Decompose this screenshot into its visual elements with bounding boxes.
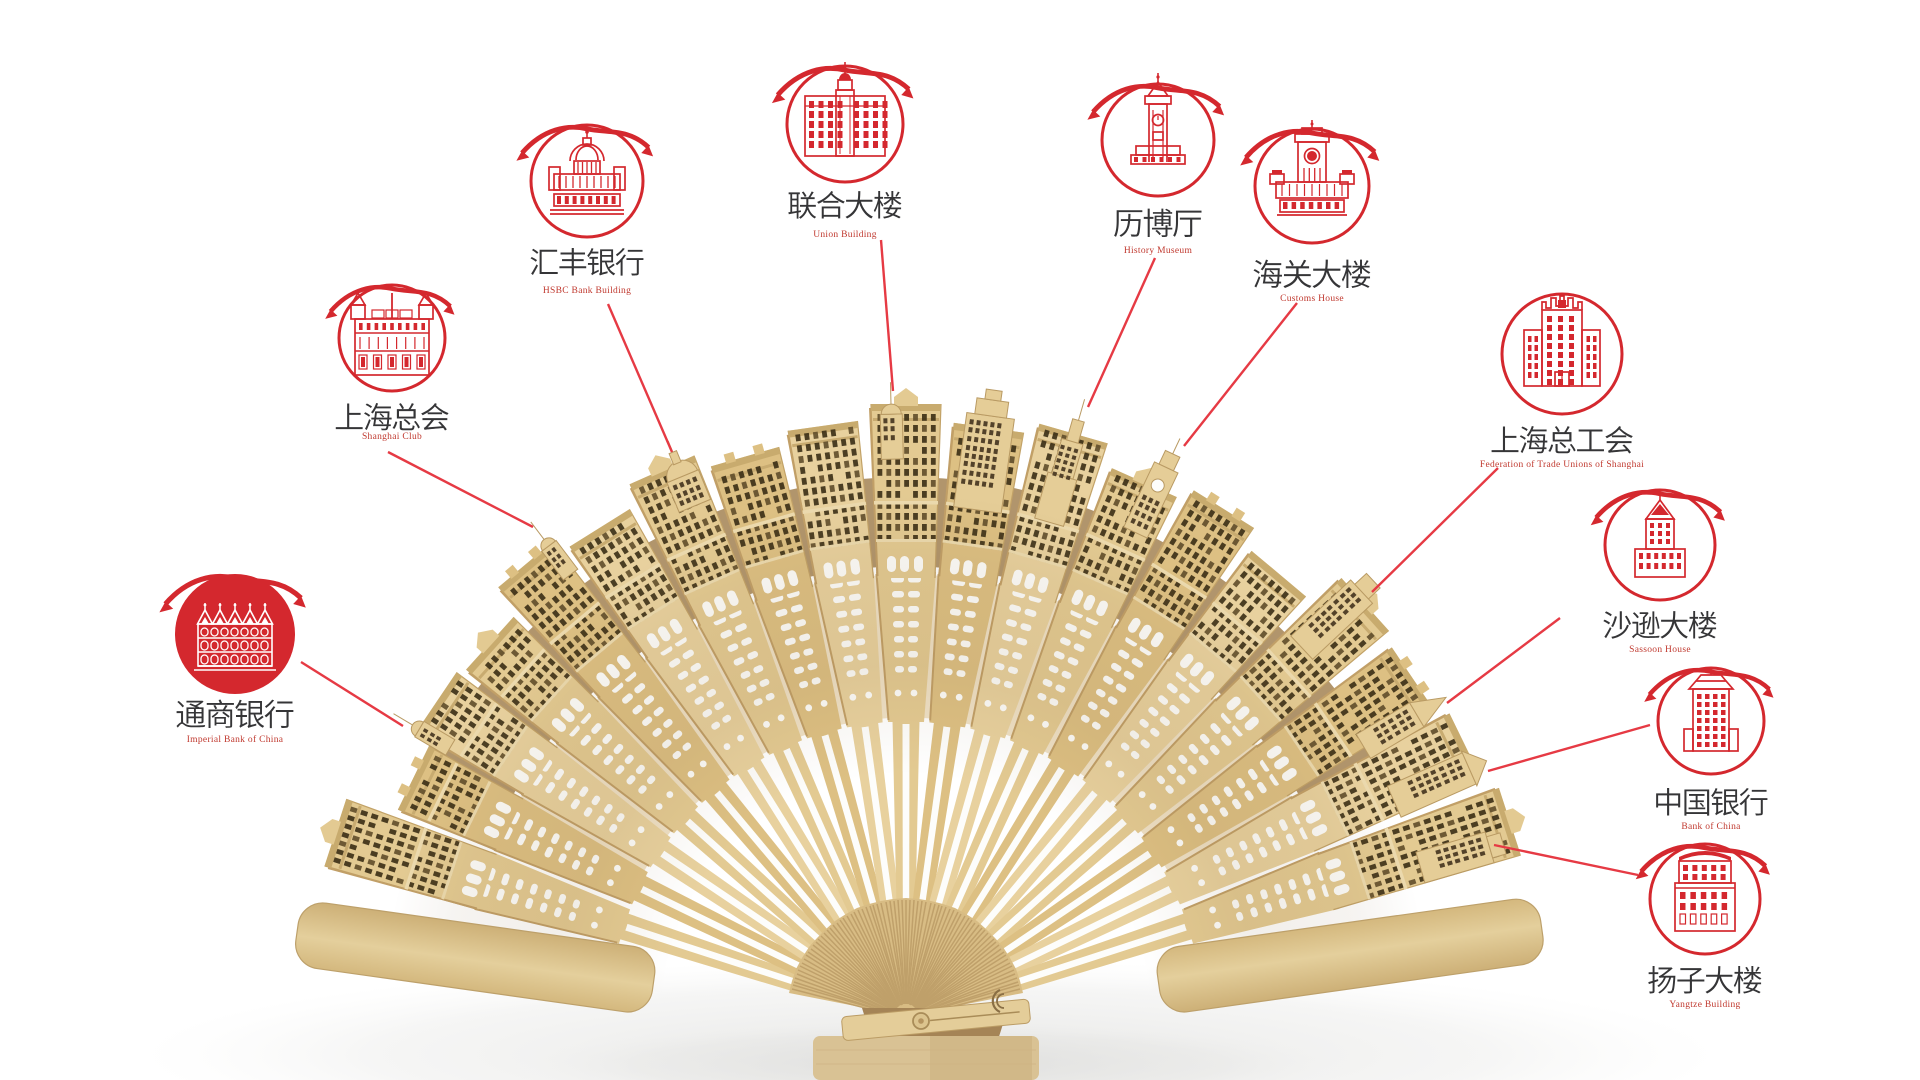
svg-text:History Museum: History Museum bbox=[1124, 246, 1193, 256]
svg-text:Customs House: Customs House bbox=[1280, 294, 1344, 304]
svg-text:Sassoon House: Sassoon House bbox=[1629, 645, 1691, 655]
svg-text:Bank of China: Bank of China bbox=[1681, 821, 1741, 832]
svg-text:Yangtze Building: Yangtze Building bbox=[1669, 1000, 1740, 1010]
svg-text:Union Building: Union Building bbox=[813, 230, 877, 240]
svg-text:Shanghai Club: Shanghai Club bbox=[362, 432, 422, 442]
svg-text:Federation of Trade Unions of: Federation of Trade Unions of Shanghai bbox=[1480, 459, 1644, 470]
svg-text:HSBC Bank Building: HSBC Bank Building bbox=[543, 286, 631, 296]
svg-text:Imperial Bank of China: Imperial Bank of China bbox=[187, 734, 284, 745]
